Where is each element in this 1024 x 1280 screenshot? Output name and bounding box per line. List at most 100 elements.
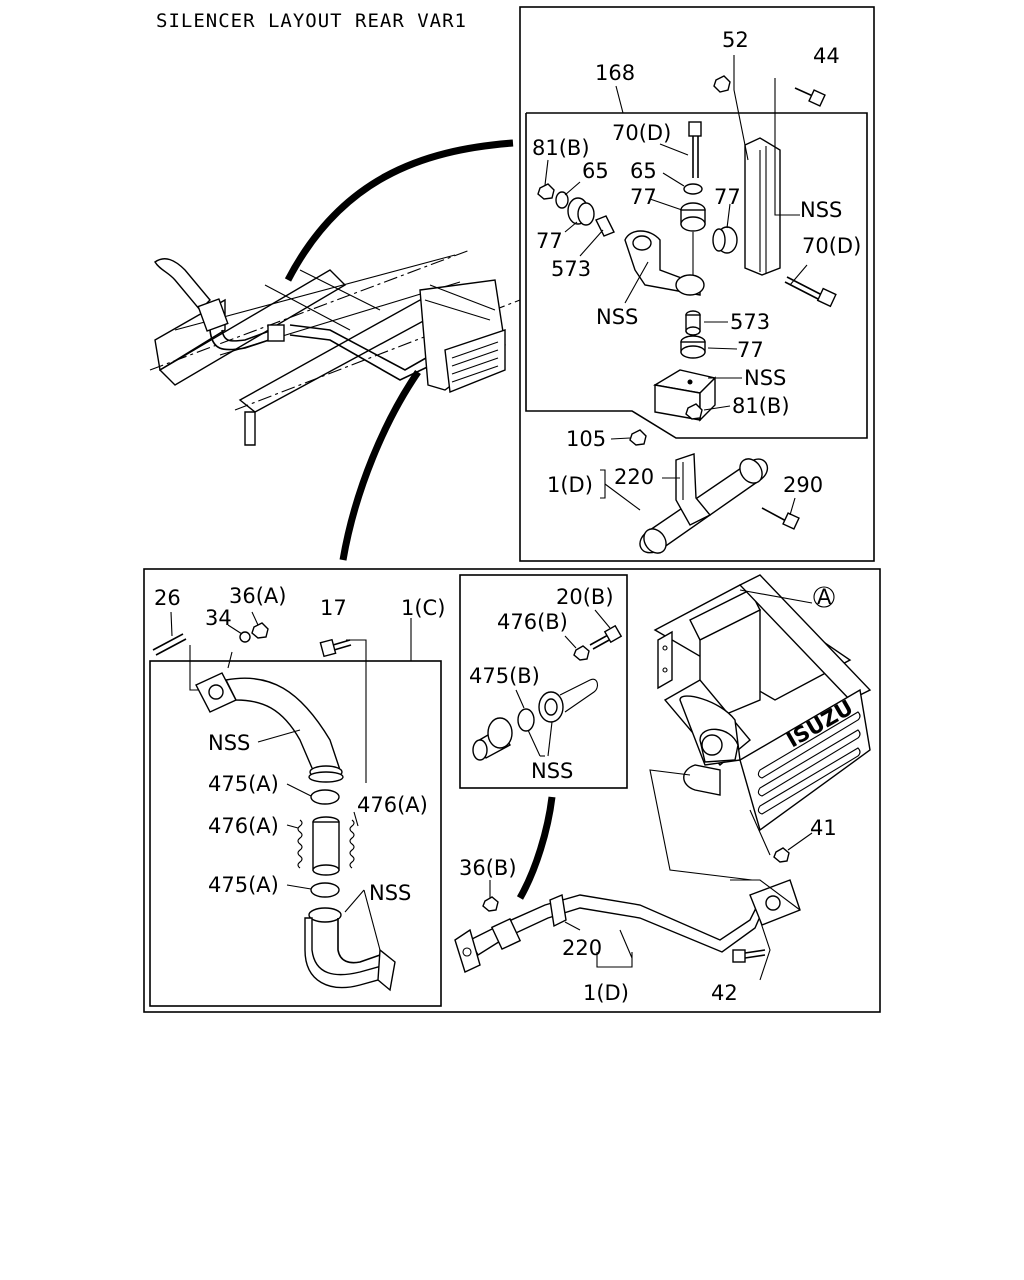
bellows-joint <box>297 816 355 876</box>
nut-36b <box>482 896 499 912</box>
silencer-labels: A 41 36(B) 220 1(D) 42 <box>459 585 837 1005</box>
gasket-475a-bottom <box>310 882 340 898</box>
label-476a-right: 476(A) <box>357 793 428 817</box>
flange-left <box>454 928 481 973</box>
label-20b: 20(B) <box>556 585 614 609</box>
nss-lower-bracket <box>653 369 717 422</box>
label-nss-low: NSS <box>744 366 786 390</box>
gasket-475a-top <box>310 789 340 805</box>
label-nss-pipe: NSS <box>208 731 250 755</box>
joint-parts <box>472 624 623 761</box>
joint-flange-right <box>538 678 599 723</box>
label-77-left: 77 <box>536 229 563 253</box>
front-pipe-parts <box>152 622 396 992</box>
label-573-left: 573 <box>551 257 591 281</box>
label-1d-top: 1(D) <box>547 473 593 497</box>
callout-a-circle <box>813 586 835 608</box>
label-70d-top: 70(D) <box>612 121 671 145</box>
front-pipe-subassembly-frame <box>149 660 442 1007</box>
label-42: 42 <box>711 981 738 1005</box>
bolt-70d-right <box>784 276 837 308</box>
label-1c: 1(C) <box>401 596 445 620</box>
label-nss-detail: NSS <box>531 759 573 783</box>
silencer-leaders <box>489 589 813 981</box>
nut-52 <box>713 75 731 93</box>
label-41: 41 <box>810 816 837 840</box>
pipe-1d-clamp <box>639 453 769 554</box>
label-77-low: 77 <box>737 338 764 362</box>
label-17: 17 <box>320 596 347 620</box>
pipe-detail-frame <box>143 568 881 1013</box>
mount-detail-frame <box>519 6 875 562</box>
callout-arc-joint <box>516 796 556 900</box>
stud-26 <box>152 633 187 656</box>
rubber-77-right <box>712 226 738 254</box>
joint-detail-frame <box>459 574 628 789</box>
label-1d-bottom: 1(D) <box>583 981 629 1005</box>
label-290: 290 <box>783 473 823 497</box>
collar-573-right <box>685 310 701 336</box>
rubber-77-center <box>680 202 706 232</box>
nss-mid-bracket <box>624 230 705 296</box>
label-44: 44 <box>813 44 840 68</box>
label-105: 105 <box>566 427 606 451</box>
label-65-right: 65 <box>630 159 657 183</box>
nut-81b-top <box>537 183 555 200</box>
clamp-220 <box>549 894 567 928</box>
chassis-overview <box>149 249 521 446</box>
mount-leaders <box>544 55 808 516</box>
nss-upper-pipe <box>195 672 344 783</box>
joint-flange-left <box>472 717 513 761</box>
label-81b-low: 81(B) <box>732 394 790 418</box>
callout-arc-pipe <box>339 370 421 561</box>
label-77-a: 77 <box>630 185 657 209</box>
tail-pipe-1d <box>454 847 801 973</box>
label-a: A <box>817 585 832 609</box>
bolt-44 <box>794 87 826 107</box>
label-573-right: 573 <box>730 310 770 334</box>
washer-65-left <box>555 191 569 209</box>
label-26: 26 <box>154 586 181 610</box>
nut-81b-low <box>685 403 703 420</box>
label-nss-joint: NSS <box>369 881 411 905</box>
label-475a-1: 475(A) <box>208 772 279 796</box>
front-pipe-labels: 26 36(A) 34 17 1(C) NSS 475(A) 476(A) 47… <box>154 584 445 905</box>
label-476a-left: 476(A) <box>208 814 279 838</box>
silencer-grille <box>757 711 861 815</box>
rubber-77-left <box>567 197 595 226</box>
label-220-bottom: 220 <box>562 936 602 960</box>
bolt-17 <box>319 638 352 658</box>
nss-lower-pipe <box>304 907 396 992</box>
mount-labels: 52 44 168 70(D) 81(B) 65 65 77 77 NSS 77… <box>532 28 861 497</box>
label-476b: 476(B) <box>497 610 568 634</box>
collar-573-left <box>595 215 615 237</box>
label-220-top: 220 <box>614 465 654 489</box>
label-77-b: 77 <box>714 185 741 209</box>
gasket-475b <box>517 708 535 732</box>
diagram-title: SILENCER LAYOUT REAR VAR1 <box>156 10 467 32</box>
washer-34 <box>239 631 251 643</box>
label-81b-top: 81(B) <box>532 136 590 160</box>
front-pipe-leaders <box>170 611 412 951</box>
joint-labels: 20(B) 476(B) 475(B) NSS <box>469 585 614 783</box>
label-nss-right: NSS <box>800 198 842 222</box>
label-34: 34 <box>205 606 232 630</box>
nss-vertical-bracket <box>744 137 781 276</box>
label-52: 52 <box>722 28 749 52</box>
nut-36a <box>251 622 269 639</box>
mount-subassembly-frame <box>525 112 868 439</box>
mount-parts <box>537 75 837 554</box>
rubber-77-low <box>680 335 706 359</box>
bolt-42 <box>732 949 766 963</box>
label-70d-right: 70(D) <box>802 234 861 258</box>
silencer-assembly: ISUZU <box>653 574 872 832</box>
nut-476b <box>573 645 590 661</box>
joint-leaders <box>515 609 611 757</box>
label-36a: 36(A) <box>229 584 286 608</box>
bolt-290 <box>761 507 800 530</box>
label-65-left: 65 <box>582 159 609 183</box>
label-475a-2: 475(A) <box>208 873 279 897</box>
label-36b: 36(B) <box>459 856 517 880</box>
bolt-70d-top <box>688 121 702 178</box>
